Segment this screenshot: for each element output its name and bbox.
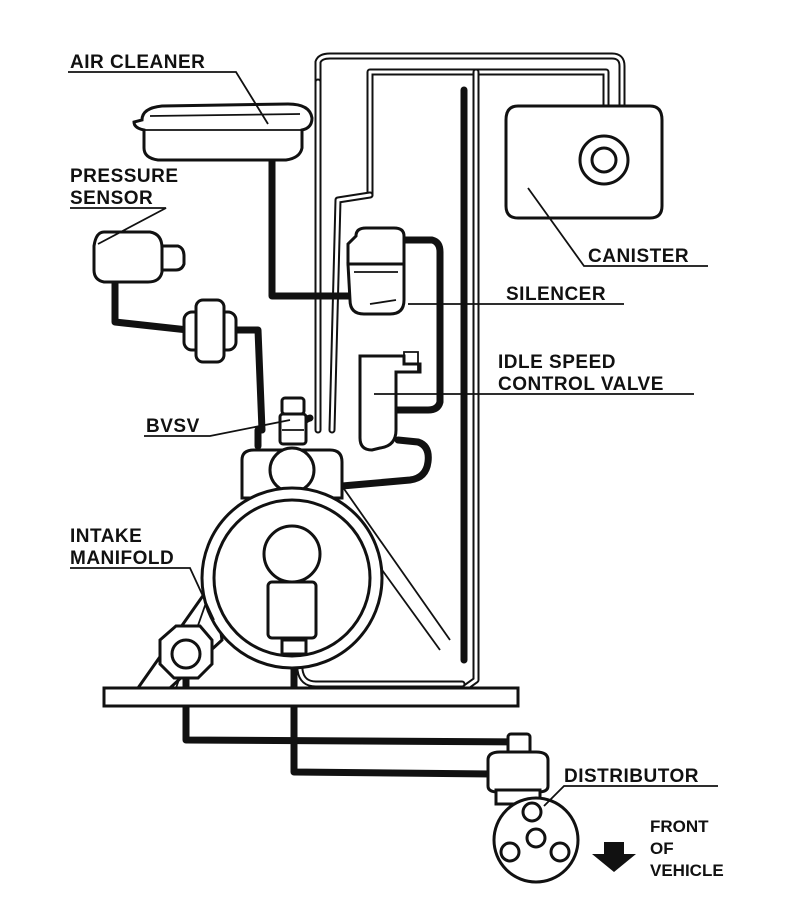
- silencer: [346, 226, 406, 316]
- down-arrow-icon: [592, 842, 636, 872]
- intake-manifold: [102, 446, 520, 708]
- label-canister: CANISTER: [588, 246, 689, 267]
- distributor: [486, 732, 580, 884]
- inline-filter: [182, 298, 238, 364]
- pressure-sensor: [92, 230, 186, 284]
- idle-speed-control-valve: [358, 351, 422, 452]
- canister: [504, 104, 664, 220]
- label-pressure-sensor-line2: SENSOR: [70, 188, 153, 209]
- label-isc-line1: IDLE SPEED: [498, 352, 616, 373]
- label-isc-line2: CONTROL VALVE: [498, 374, 664, 395]
- label-front-line3: VEHICLE: [650, 861, 724, 880]
- vacuum-hoses: [111, 52, 626, 778]
- leader-lines: [68, 71, 718, 807]
- label-front-line1: FRONT: [650, 817, 709, 836]
- air-cleaner: [132, 102, 314, 162]
- label-front-line2: OF: [650, 839, 674, 858]
- label-bvsv: BVSV: [146, 416, 200, 437]
- label-intake-line2: MANIFOLD: [70, 548, 174, 569]
- label-pressure-sensor-line1: PRESSURE: [70, 166, 179, 187]
- component-labels: AIR CLEANER PRESSURE SENSOR CANISTER SIL…: [70, 52, 724, 880]
- label-intake-line1: INTAKE: [70, 526, 142, 547]
- label-distributor: DISTRIBUTOR: [564, 766, 699, 787]
- label-silencer: SILENCER: [506, 284, 606, 305]
- label-air-cleaner: AIR CLEANER: [70, 52, 205, 73]
